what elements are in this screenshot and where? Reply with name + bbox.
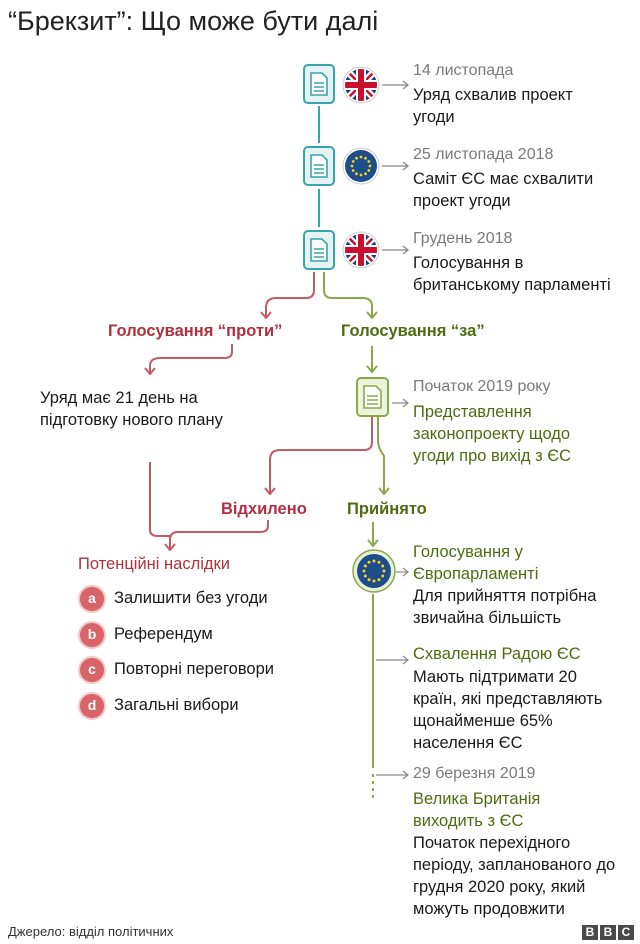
step-text: угоди [413,108,455,126]
step-date: 14 листопада [413,62,514,79]
bullet-d-icon: d [78,692,106,720]
bill-text: Представлення [413,403,532,421]
document-icon [303,146,335,186]
ep-text: звичайна більшість [413,609,562,627]
exit-text: Початок перехідного [413,834,571,852]
step-text: Голосування в [413,254,524,272]
vote-for-label: Голосування “за” [341,322,485,340]
bill-text: угоди про вихід з ЄС [413,447,572,465]
step-date: 25 листопада 2018 [413,146,554,163]
exit-text: грудня 2020 року, який [413,878,586,896]
accepted-label: Прийнято [347,500,427,518]
council-title: Схвалення Радою ЄС [413,645,581,663]
bill-date: Початок 2019 року [413,378,551,395]
uk-flag-icon [342,66,380,104]
exit-text: періоду, запланованого до [413,856,616,874]
step-date: Грудень 2018 [413,230,513,247]
bill-text: законопроекту щодо [413,425,571,443]
logo-letter: C [618,925,634,940]
uk-flag-icon [342,231,380,269]
exit-date: 29 березня 2019 [413,765,536,782]
document-icon [303,230,335,270]
exit-title: Велика Британія [413,790,541,808]
eu-flag-icon [342,147,380,185]
document-icon [356,377,389,417]
against-text: підготовку нового плану [40,411,223,429]
consequence-item: Референдум [114,625,213,643]
consequences-title: Потенційні наслідки [78,555,230,573]
logo-letter: B [600,925,616,940]
exit-text: можуть продовжити [413,900,565,918]
bullet-a-icon: a [78,585,106,613]
logo-letter: B [582,925,598,940]
council-text: населення ЄС [413,734,523,752]
ep-title: Голосування у [413,543,523,561]
ep-title: Європарламенті [413,565,539,583]
bbc-logo: B B C [582,925,634,940]
bullet-b-icon: b [78,621,106,649]
step-text: проект угоди [413,192,511,210]
vote-against-label: Голосування “проти” [108,322,283,340]
exit-title: виходить з ЄС [413,812,524,830]
rejected-label: Відхилено [221,500,307,518]
consequence-item: Повторні переговори [114,660,274,678]
council-text: щонайменше 65% [413,712,553,730]
eu-flag-icon [352,549,396,593]
step-text: британському парламенті [413,276,611,294]
council-text: країн, які представляють [413,690,603,708]
document-icon [303,64,335,104]
consequence-item: Залишити без угоди [114,589,268,607]
source-note: Джерело: відділ політичних [8,924,174,939]
council-text: Мають підтримати 20 [413,668,577,686]
ep-text: Для прийняття потрібна [413,587,597,605]
page-title: “Брекзит”: Що може бути далі [8,6,379,36]
step-text: Саміт ЄС має схвалити [413,170,594,188]
consequence-item: Загальні вибори [114,696,239,714]
bullet-c-icon: c [78,656,106,684]
against-text: Уряд має 21 день на [40,389,198,407]
step-text: Уряд схвалив проект [413,86,573,104]
